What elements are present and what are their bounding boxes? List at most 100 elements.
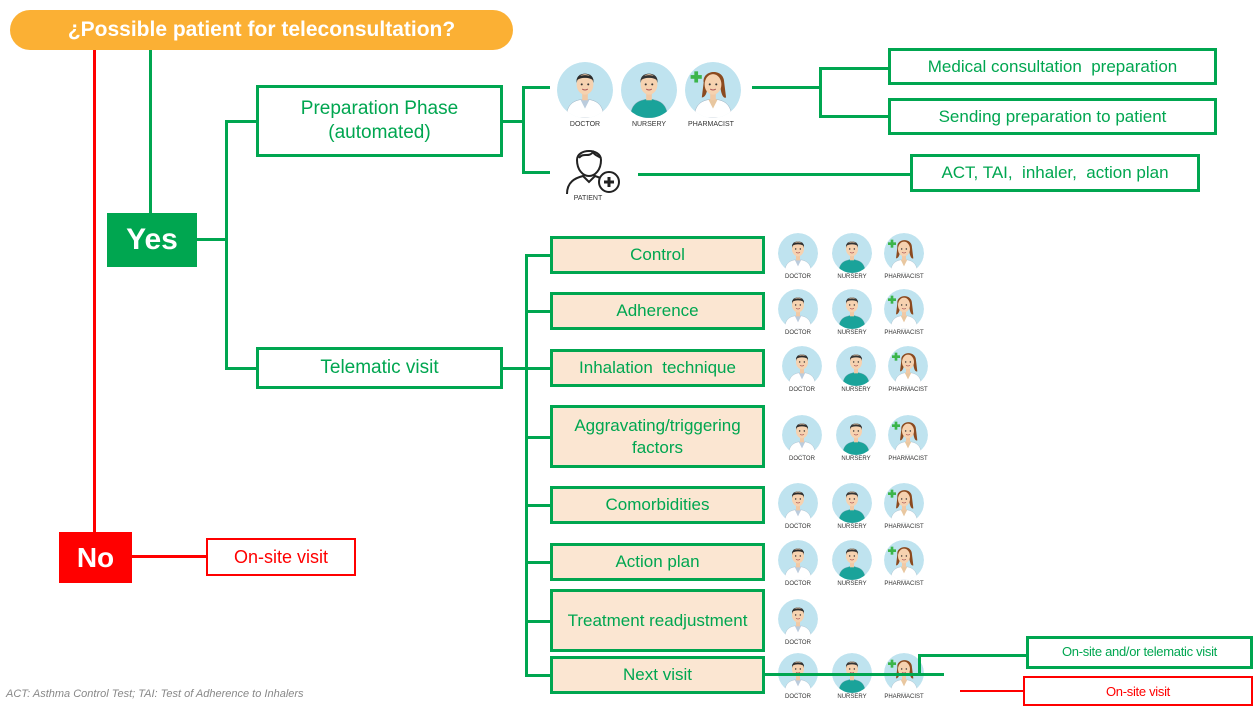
- role-caption: NURSERY: [837, 581, 867, 587]
- next-onsite-box: On-site visit: [1023, 676, 1253, 706]
- doctor-avatar-icon: [778, 233, 818, 273]
- doctor-avatar-icon: [778, 599, 818, 639]
- prep-role-nursery: NURSERY: [631, 121, 667, 128]
- item-connector: [525, 254, 551, 257]
- nursery-avatar-icon: [832, 540, 872, 580]
- prep-split-vertical: [522, 86, 525, 174]
- prof-out-line: [752, 86, 822, 89]
- doctor-avatar-icon: [782, 415, 822, 455]
- preparation-phase-box: Preparation Phase (automated): [256, 85, 503, 157]
- no-label: No: [76, 541, 115, 573]
- preparation-phase-label: Preparation Phase (automated): [300, 98, 459, 143]
- nursery-avatar-icon: [832, 233, 872, 273]
- telematic-visit-box: Telematic visit: [256, 347, 503, 389]
- role-caption: DOCTOR: [789, 456, 815, 462]
- patient-output-label: ACT, TAI, inhaler, action plan: [941, 163, 1169, 183]
- doctor-avatar-icon: [778, 289, 818, 329]
- nursery-avatar-icon: [836, 415, 876, 455]
- role-caption: DOCTOR: [785, 581, 811, 587]
- title-pill: ¿Possible patient for teleconsultation?: [10, 10, 513, 50]
- prof-to-output-2: [819, 115, 889, 118]
- role-caption: NURSERY: [837, 330, 867, 336]
- branch-vertical: [225, 120, 228, 370]
- prep-out: [501, 120, 525, 123]
- prep-doctor-avatar-icon: [557, 62, 613, 118]
- prep-pharmacist-avatar-icon: [685, 62, 741, 118]
- no-connector-vertical: [93, 50, 96, 532]
- branch-to-telematic: [225, 367, 258, 370]
- telematic-item-label: Control: [630, 245, 685, 265]
- next-green-connector-v: [918, 654, 921, 674]
- telematic-item-label: Action plan: [615, 552, 700, 572]
- role-caption: DOCTOR: [789, 387, 815, 393]
- telematic-item-box: Comorbidities: [550, 486, 765, 524]
- onsite-visit-box: On-site visit: [206, 538, 356, 576]
- prep-to-patient: [522, 171, 550, 174]
- doctor-avatar-icon: [782, 346, 822, 386]
- next-visit-to-avatars: [764, 673, 944, 676]
- role-caption: NURSERY: [841, 387, 871, 393]
- onsite-telematic-label: On-site and/or telematic visit: [1061, 644, 1217, 660]
- prof-split-vertical: [819, 67, 822, 118]
- role-caption: NURSERY: [841, 456, 871, 462]
- role-caption: PHARMACIST: [884, 330, 924, 336]
- telematic-visit-label: Telematic visit: [320, 357, 439, 379]
- telematic-item-label: Aggravating/triggering factors: [574, 416, 741, 457]
- yes-box: Yes: [107, 213, 197, 267]
- pharmacist-avatar-icon: [884, 233, 924, 273]
- role-caption: DOCTOR: [785, 330, 811, 336]
- telematic-item-box: Control: [550, 236, 765, 274]
- yes-to-branch: [197, 238, 227, 241]
- patient-icon: [563, 140, 623, 195]
- pharmacist-avatar-icon: [884, 289, 924, 329]
- item-connector: [525, 620, 551, 623]
- medical-consultation-prep-label: Medical consultation preparation: [927, 56, 1178, 76]
- sending-prep-label: Sending preparation to patient: [938, 106, 1167, 126]
- patient-role: PATIENT: [573, 195, 603, 202]
- doctor-avatar-icon: [778, 540, 818, 580]
- sending-prep-box: Sending preparation to patient: [888, 98, 1217, 135]
- telematic-item-label: Comorbidities: [605, 495, 710, 515]
- doctor-avatar-icon: [778, 483, 818, 523]
- pharmacist-avatar-icon: [888, 415, 928, 455]
- patient-output-box: ACT, TAI, inhaler, action plan: [910, 154, 1200, 192]
- role-caption: NURSERY: [837, 694, 867, 700]
- role-caption: PHARMACIST: [888, 387, 928, 393]
- onsite-telematic-box: On-site and/or telematic visit: [1026, 636, 1253, 669]
- role-caption: PHARMACIST: [884, 694, 924, 700]
- telematic-item-box: Aggravating/triggering factors: [550, 405, 765, 468]
- item-connector: [525, 367, 551, 370]
- telematic-item-label: Adherence: [616, 301, 699, 321]
- telematic-item-label: Inhalation technique: [579, 358, 736, 378]
- telematic-item-box: Next visit: [550, 656, 765, 694]
- pharmacist-avatar-icon: [884, 540, 924, 580]
- nursery-avatar-icon: [832, 289, 872, 329]
- no-box: No: [59, 532, 132, 583]
- next-red-connector: [960, 690, 1028, 692]
- role-caption: PHARMACIST: [884, 524, 924, 530]
- telematic-item-box: Action plan: [550, 543, 765, 581]
- telematic-item-label: Treatment readjustment: [567, 610, 748, 630]
- prep-nursery-avatar-icon: [621, 62, 677, 118]
- onsite-visit-label: On-site visit: [233, 546, 329, 567]
- nursery-avatar-icon: [836, 346, 876, 386]
- prep-to-professionals: [522, 86, 550, 89]
- telematic-item-box: Inhalation technique: [550, 349, 765, 387]
- role-caption: DOCTOR: [785, 694, 811, 700]
- pharmacist-avatar-icon: [884, 653, 924, 693]
- nursery-avatar-icon: [832, 483, 872, 523]
- role-caption: PHARMACIST: [888, 456, 928, 462]
- pharmacist-avatar-icon: [884, 483, 924, 523]
- role-caption: DOCTOR: [785, 274, 811, 280]
- role-caption: PHARMACIST: [884, 581, 924, 587]
- telematic-item-label: Next visit: [623, 665, 692, 685]
- branch-to-prep: [225, 120, 258, 123]
- prep-role-doctor: DOCTOR: [569, 121, 601, 128]
- role-caption: DOCTOR: [785, 640, 811, 646]
- role-caption: DOCTOR: [785, 524, 811, 530]
- pharmacist-avatar-icon: [888, 346, 928, 386]
- yes-label: Yes: [126, 223, 178, 256]
- item-connector: [525, 674, 551, 677]
- title-text: ¿Possible patient for teleconsultation?: [67, 18, 456, 41]
- item-connector: [525, 504, 551, 507]
